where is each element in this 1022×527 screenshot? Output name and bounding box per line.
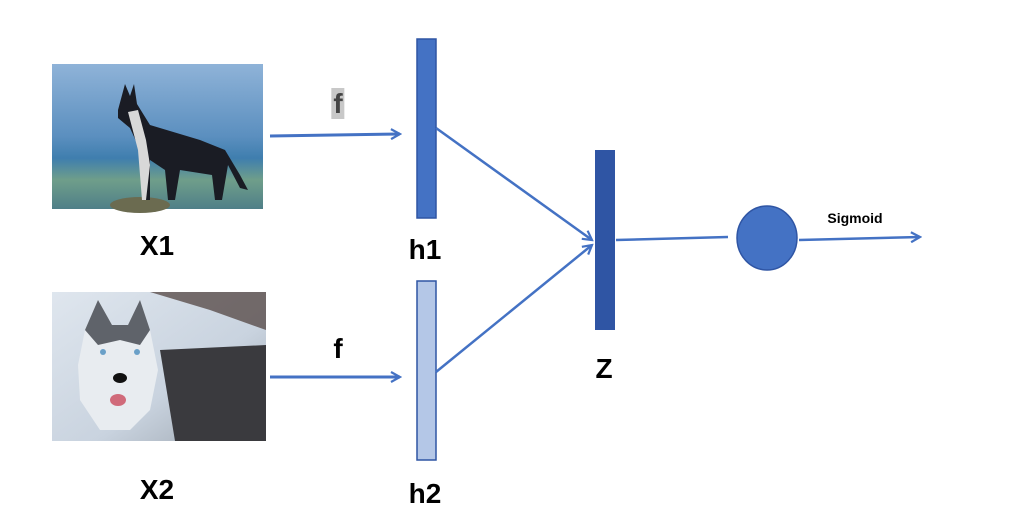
f1-label: f: [331, 88, 345, 120]
x1-label: X1: [139, 230, 175, 261]
h2-label: h2: [408, 478, 442, 509]
h1-bar: [416, 38, 437, 219]
z-bar: [595, 150, 615, 330]
f1-text: f: [331, 88, 345, 119]
arrow-z-node: [615, 235, 729, 242]
z-label: Z: [595, 353, 613, 384]
arrow-h1-z: [435, 126, 592, 240]
husky-portrait-image: [52, 292, 266, 441]
f2-label: f: [333, 333, 343, 364]
h2-bar: [416, 280, 437, 461]
arrow-h2-z: [435, 245, 592, 373]
h1-label: h1: [408, 234, 442, 265]
sigmoid-label: Sigmoid: [827, 210, 883, 226]
arrow-sigmoid-output: [798, 237, 920, 240]
output-node: [736, 205, 798, 271]
x2-label: X2: [139, 474, 175, 505]
husky-standing-image: [52, 64, 263, 213]
arrow-x1-h1: [269, 134, 400, 136]
